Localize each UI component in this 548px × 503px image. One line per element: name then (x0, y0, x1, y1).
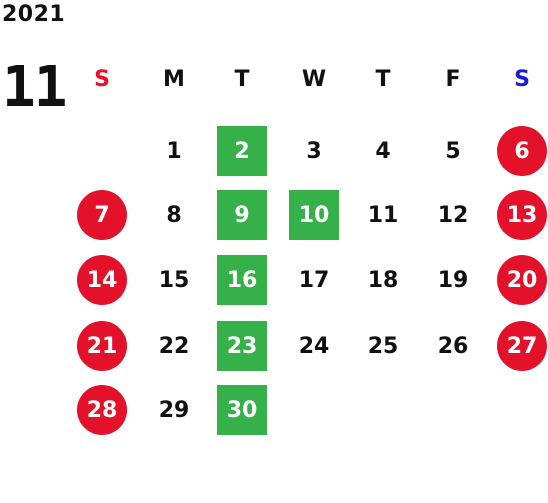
weekday-label: T (234, 67, 250, 92)
weekday-label: M (163, 67, 185, 92)
day-cell: 19 (437, 267, 469, 293)
day-cell: 1 (166, 138, 182, 164)
holiday-day-cell: 28 (77, 385, 127, 435)
day-cell: 26 (437, 333, 469, 359)
holiday-day-cell: 13 (497, 190, 547, 240)
day-cell: 3 (306, 138, 322, 164)
holiday-day-cell: 21 (77, 321, 127, 371)
holiday-day-cell: 14 (77, 255, 127, 305)
day-cell: 24 (298, 333, 330, 359)
month-number: 11 (2, 55, 67, 120)
weekday-label: W (301, 67, 327, 92)
marked-day-cell: 16 (217, 255, 267, 305)
day-cell: 12 (437, 202, 469, 228)
marked-day-cell: 9 (217, 190, 267, 240)
marked-day-cell: 23 (217, 321, 267, 371)
holiday-day-cell: 27 (497, 321, 547, 371)
holiday-day-cell: 7 (77, 190, 127, 240)
marked-day-cell: 10 (289, 190, 339, 240)
day-cell: 11 (367, 202, 399, 228)
marked-day-cell: 30 (217, 385, 267, 435)
weekday-label: S (94, 67, 110, 92)
day-cell: 5 (445, 138, 461, 164)
weekday-label: F (445, 67, 461, 92)
weekday-label: S (514, 67, 530, 92)
day-cell: 25 (367, 333, 399, 359)
year-label: 2021 (2, 2, 66, 27)
holiday-day-cell: 6 (497, 126, 547, 176)
day-cell: 15 (158, 267, 190, 293)
holiday-day-cell: 20 (497, 255, 547, 305)
day-cell: 17 (298, 267, 330, 293)
day-cell: 22 (158, 333, 190, 359)
day-cell: 29 (158, 397, 190, 423)
day-cell: 18 (367, 267, 399, 293)
weekday-label: T (375, 67, 391, 92)
day-cell: 4 (375, 138, 391, 164)
day-cell: 8 (166, 202, 182, 228)
marked-day-cell: 2 (217, 126, 267, 176)
